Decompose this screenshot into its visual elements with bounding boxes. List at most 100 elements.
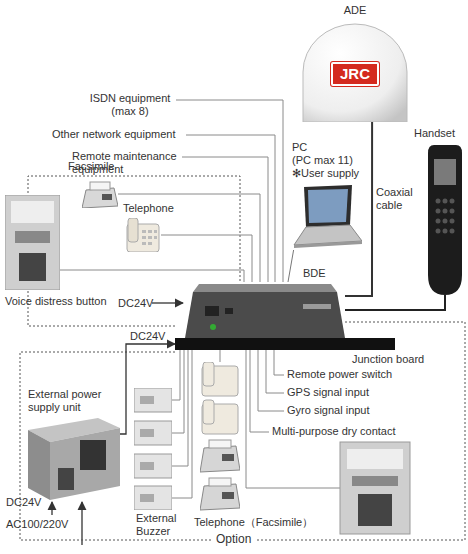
- telephone-group-part-part-part: [203, 400, 214, 424]
- handset-device-part-part-part: [443, 219, 448, 224]
- annotation-label: AC100/220V: [6, 518, 68, 531]
- handset-device-part-part: [434, 159, 456, 185]
- node-label: PC: [292, 141, 307, 154]
- annotation-label: ISDN equipment (max 8): [86, 92, 174, 118]
- telephone-device-part-part-part: [154, 230, 157, 233]
- node-label: External Buzzer: [136, 512, 192, 538]
- handset-device-part-part-part: [443, 209, 448, 214]
- annotation-label: GPS signal input: [287, 386, 369, 399]
- handset-device-part-part: [436, 199, 455, 234]
- buzzer-wire: [172, 350, 184, 433]
- terminal-unit: BDE: [185, 282, 345, 338]
- distress-button: Voice distress button: [5, 195, 60, 290]
- power-supply-unit-part-part: [50, 428, 120, 500]
- buzzer-group-part-part-part: [140, 494, 154, 502]
- terminal-unit-part-part: [303, 304, 331, 309]
- unit-title: ADE: [335, 4, 375, 17]
- telephone-device-part-part-part: [148, 242, 152, 245]
- telephone-group-part-part: [222, 454, 234, 499]
- cable-connector: [345, 122, 372, 296]
- annotation-label: Gyro signal input: [287, 404, 370, 417]
- power-supply-unit-part-part: [28, 430, 50, 500]
- node-label: Telephone: [123, 202, 174, 215]
- telephone-group-part-part-part: [200, 484, 240, 510]
- cable-label: DC24V: [130, 330, 165, 343]
- annotation-label: Remote power switch: [287, 368, 392, 381]
- annotation-label: Remote maintenance equipment: [72, 150, 184, 176]
- annotation-label: DC24V: [118, 297, 153, 310]
- voice-distress-button-illustration: [340, 442, 410, 534]
- option-outline: [20, 322, 465, 540]
- telephone-group-part-part-part: [209, 440, 231, 448]
- telephone-group-part-part: [209, 440, 231, 486]
- telephone-device-part-part-part: [154, 236, 157, 239]
- annotation-label: DC24V: [6, 496, 41, 509]
- antenna-dome: ADEJRC: [300, 22, 410, 122]
- buzzer-group-part-part-part: [140, 429, 154, 437]
- handset-device-part-part-part: [436, 229, 441, 234]
- cable-connector: [172, 350, 180, 400]
- buzzer-group-part-part-part: [140, 396, 154, 404]
- telephone-device: Telephone: [125, 218, 161, 252]
- brand-logo: JRC: [331, 62, 379, 86]
- handset-device-part-part-part: [436, 219, 441, 224]
- power-supply-unit-part: [28, 418, 120, 500]
- buzzer-group-part-part-part: [134, 454, 172, 478]
- laptop-pc-part-part: [304, 185, 352, 227]
- annotation-label: Multi-purpose dry contact: [272, 425, 396, 438]
- distress-button-part: [5, 195, 60, 290]
- wiring-illustration-part: [20, 176, 465, 540]
- buzzer-wire: [172, 350, 192, 498]
- leader-line: [250, 350, 269, 432]
- handset-device-part-part-part: [436, 209, 441, 214]
- device-panel: [352, 476, 398, 486]
- laptop-pc-part-part: [294, 241, 362, 248]
- junction-board-part-part: [175, 338, 395, 350]
- node-label: ✻User supply: [292, 167, 359, 180]
- telephone-group-part-part-part: [203, 362, 214, 386]
- facsimile-device-part-part: [102, 194, 112, 200]
- handset-device-part-part-part: [450, 199, 455, 204]
- power-arrow: [81, 502, 82, 545]
- handset-device-part-part-part: [443, 199, 448, 204]
- leader-line: [274, 350, 284, 375]
- terminal-unit-part-part: [185, 292, 345, 338]
- cable-connector: [161, 235, 252, 282]
- telephone-group-part-part-part: [209, 478, 231, 486]
- cable-connector: [120, 344, 175, 434]
- telephone-group-part-part-part: [222, 454, 234, 461]
- telephone-device-part-part-part: [142, 242, 146, 245]
- buzzer-group-part-part-part: [140, 462, 154, 470]
- buzzer-group-part-part: [134, 388, 172, 510]
- node-label: Handset: [414, 127, 455, 140]
- handset-device-part-part: [428, 145, 462, 295]
- handset-device-part-part-part: [450, 219, 455, 224]
- telephone-device-part: [125, 218, 161, 252]
- node-label: External power supply unit: [28, 388, 114, 414]
- node-label: Voice distress button: [5, 295, 107, 308]
- handset-device-part-part-part: [443, 229, 448, 234]
- buzzer-group: External Buzzer: [134, 388, 172, 510]
- telephone-group-part: [200, 362, 240, 512]
- node-label: BDE: [303, 267, 326, 280]
- buzzer-wire: [172, 350, 188, 466]
- telephone-device-part-part: [128, 218, 138, 242]
- laptop-pc-part-part: [308, 189, 348, 223]
- distress-button-part-part: [5, 195, 60, 290]
- handset-device-part-part-part: [436, 199, 441, 204]
- telephone-group-part-part-part: [200, 446, 240, 472]
- leader-line: [176, 100, 283, 282]
- telephone-group-part-part-part: [222, 492, 234, 499]
- node-label: (PC max 11): [292, 154, 353, 167]
- handset-device-part-part-part: [450, 229, 455, 234]
- cable-connector: [288, 250, 294, 282]
- facsimile-device-part-part: [82, 188, 118, 208]
- telephone-device-part-part: [142, 230, 157, 245]
- buzzer-group-part-part: [140, 396, 154, 502]
- device-panel: [347, 449, 403, 469]
- device-button: [358, 494, 392, 526]
- handset-device-part-part-part: [450, 209, 455, 214]
- junction-board: Junction board: [175, 338, 395, 350]
- facsimile-device-part-part: [90, 182, 110, 190]
